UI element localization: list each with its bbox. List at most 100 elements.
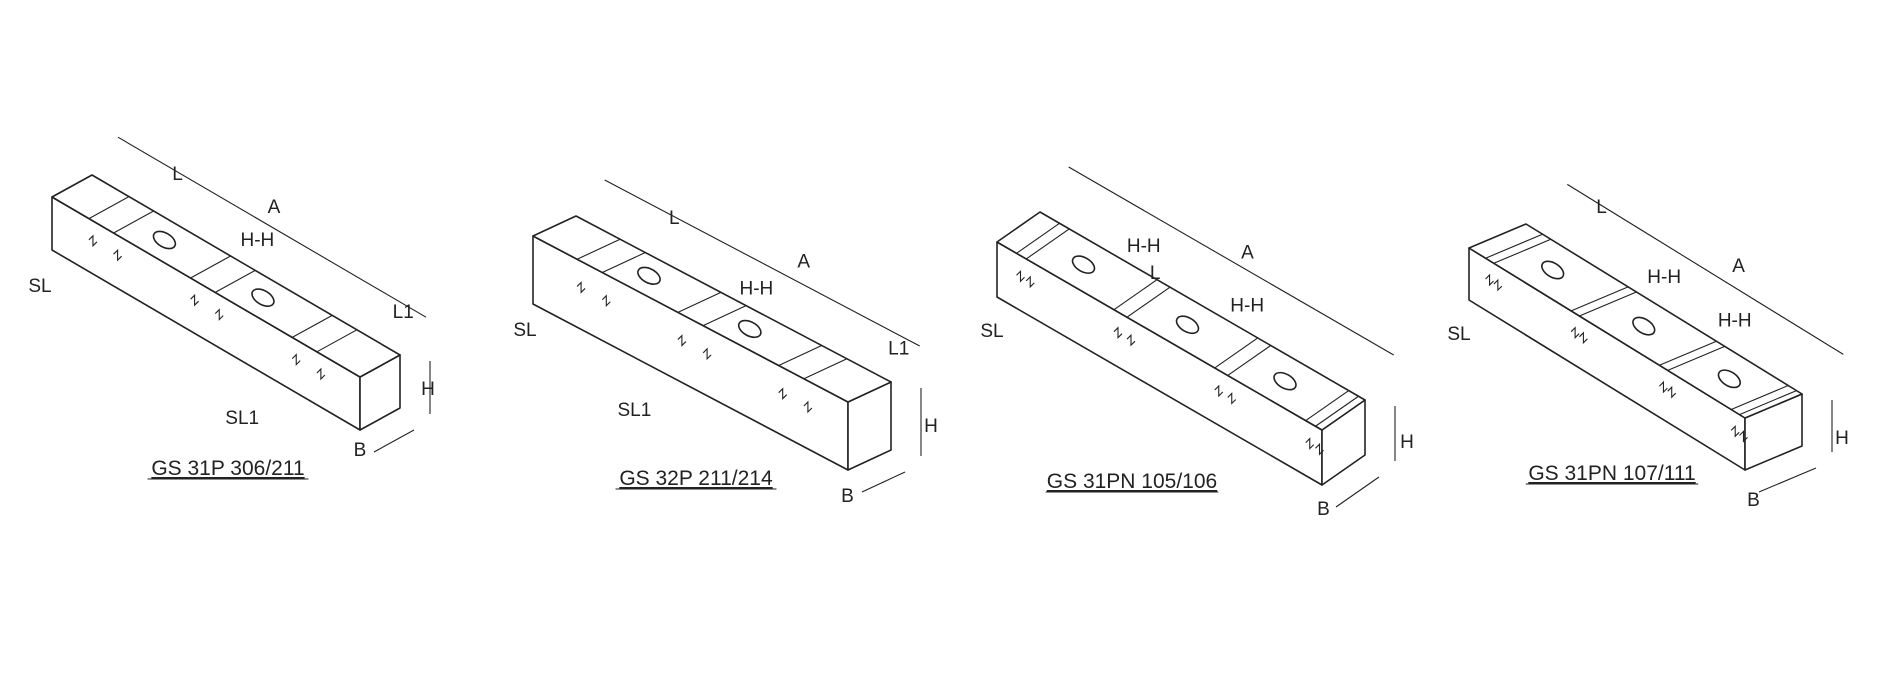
mounting-hole xyxy=(1071,255,1096,274)
dimension-label: H-H xyxy=(1127,236,1161,257)
slot-edge xyxy=(1739,390,1797,416)
dimension-label: A xyxy=(1732,256,1745,277)
drawing-4: A L H-H H-H H B SL GS 31PN 107/111 xyxy=(1447,183,1849,511)
slot-edge xyxy=(1214,337,1259,369)
dimension-label: H-H xyxy=(1647,267,1681,288)
dimension-label: B xyxy=(1317,499,1330,520)
slot-edge xyxy=(190,255,231,279)
side-notch xyxy=(1579,331,1588,345)
dimension-line-b xyxy=(373,429,415,453)
side-notch xyxy=(1570,326,1580,340)
mounting-hole xyxy=(737,319,762,339)
side-notch xyxy=(1016,269,1025,283)
slot-edge xyxy=(316,329,358,353)
dimension-label: A xyxy=(1241,242,1254,263)
slot-edge xyxy=(1016,222,1060,254)
slot-edge xyxy=(1315,395,1359,427)
dimension-label: SL1 xyxy=(617,400,651,421)
dimension-label: B xyxy=(354,440,367,461)
dimension-label: SL xyxy=(28,276,51,297)
side-notch xyxy=(214,308,224,321)
side-notch xyxy=(1667,385,1677,399)
slot-edge xyxy=(576,238,621,260)
slot-edge xyxy=(88,196,130,220)
side-notch xyxy=(316,367,326,381)
slot-edge xyxy=(702,305,747,327)
slot-edge xyxy=(1659,340,1717,366)
side-notch xyxy=(1659,380,1668,394)
mounting-hole xyxy=(251,288,275,307)
side-notch xyxy=(778,387,788,401)
dimension-label: H xyxy=(924,416,938,437)
side-notch xyxy=(576,281,586,294)
slot-edge xyxy=(778,344,822,366)
dimension-label: SL xyxy=(513,320,536,341)
mounting-hole xyxy=(1175,315,1200,335)
dimension-line-a xyxy=(1068,166,1394,356)
dimension-line-b xyxy=(1335,476,1380,508)
slot-edge xyxy=(677,291,722,313)
slot-edge xyxy=(602,252,646,274)
dimension-label: H xyxy=(1400,432,1414,453)
dimension-line-b xyxy=(861,471,906,493)
slot-edge xyxy=(1305,390,1350,422)
side-notch xyxy=(702,347,712,361)
slot-edge xyxy=(291,314,333,338)
dimension-label: H-H xyxy=(740,279,774,300)
side-notch xyxy=(1730,424,1740,438)
dimension-line-a xyxy=(1567,183,1844,355)
side-notch xyxy=(291,353,301,366)
dimension-label: A xyxy=(268,197,281,218)
dimension-label: B xyxy=(1747,490,1760,511)
slot-edge xyxy=(214,269,256,293)
side-notch xyxy=(1485,273,1494,287)
dimension-label: H-H xyxy=(1718,310,1752,331)
side-notch xyxy=(1739,430,1748,443)
dimension-label: L1 xyxy=(888,339,909,360)
slot-edge xyxy=(113,210,154,234)
dimension-label: L xyxy=(1150,263,1161,284)
dimension-label: H-H xyxy=(241,230,275,251)
mounting-hole xyxy=(637,266,661,285)
slot-edge xyxy=(1485,233,1543,259)
side-notch xyxy=(1025,275,1035,289)
mounting-hole xyxy=(1541,260,1565,280)
dimension-label: A xyxy=(797,252,810,273)
drawing-title: GS 31PN 107/111 xyxy=(1528,462,1695,485)
dimension-line-a xyxy=(604,179,920,347)
side-notch xyxy=(1315,442,1324,456)
drawing-title: GS 31PN 105/106 xyxy=(1047,470,1217,493)
side-notch xyxy=(677,334,687,347)
dimension-label: H xyxy=(421,379,435,400)
slot-edge xyxy=(803,358,848,380)
dimension-label: B xyxy=(841,486,854,507)
slot-edge xyxy=(1025,228,1070,260)
side-notch xyxy=(1227,392,1237,405)
slot-edge xyxy=(1579,291,1637,317)
side-notch xyxy=(1113,326,1123,340)
top-face xyxy=(532,215,892,403)
side-notch xyxy=(1305,437,1315,450)
side-notch xyxy=(190,293,199,307)
dimension-line-b xyxy=(1758,467,1817,493)
slot-edge xyxy=(1570,286,1629,312)
mounting-hole xyxy=(1273,371,1297,391)
dimension-label: L xyxy=(1596,197,1607,218)
slot-edge xyxy=(1126,286,1171,318)
slot-edge xyxy=(1730,384,1789,411)
dimension-label: H xyxy=(1835,428,1849,449)
mounting-hole xyxy=(1632,316,1656,336)
dimension-label: L1 xyxy=(393,302,414,323)
slot-edge xyxy=(1227,345,1272,376)
dimension-label: L xyxy=(172,164,183,185)
drawing-title: GS 31P 306/211 xyxy=(151,457,304,480)
side-notch xyxy=(803,400,813,414)
dimension-label: SL xyxy=(1447,324,1470,345)
side-notch xyxy=(1126,333,1136,347)
slot-edge xyxy=(1493,238,1552,264)
dimension-label: H-H xyxy=(1230,296,1264,317)
dimension-label: L xyxy=(669,208,680,229)
